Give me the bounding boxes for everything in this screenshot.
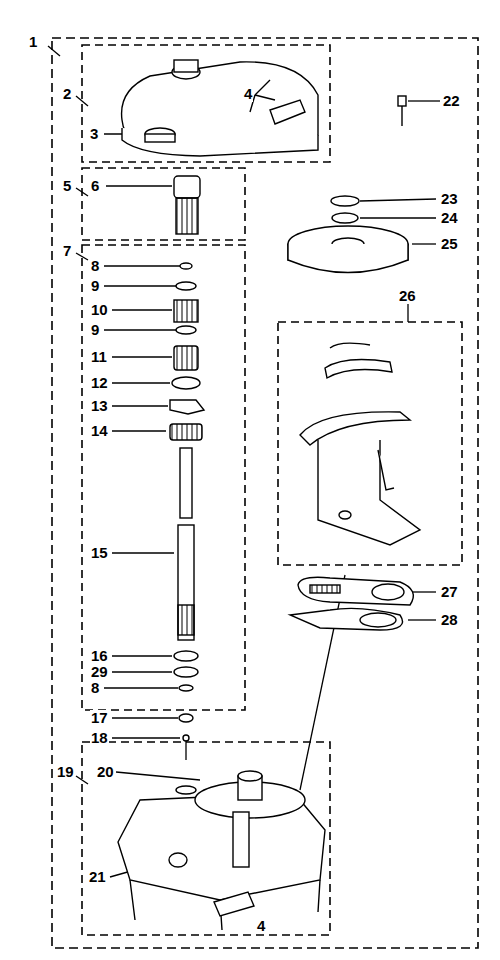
callout-number: 9 [90,322,100,338]
callout-number: 22 [442,93,461,109]
callout-number: 16 [90,648,109,664]
callout-number: 20 [96,764,115,780]
callout-number: 24 [440,210,459,226]
callout-number: 19 [56,764,75,780]
callout-number: 18 [90,730,109,746]
callout-number: 4 [256,918,266,934]
callout-number: 12 [90,375,109,391]
callout-number: 11 [90,349,108,365]
callout-number: 15 [90,545,109,561]
callout-number: 9 [90,278,100,294]
callout-number: 8 [90,258,100,274]
callout-number: 8 [90,680,100,696]
callout-number: 1 [28,34,38,50]
callout-number: 7 [62,243,72,259]
callout-number: 28 [440,612,459,628]
callout-number: 13 [90,398,109,414]
callout-number: 4 [243,86,253,102]
callout-number: 21 [88,869,107,885]
callout-number: 23 [440,191,459,207]
callout-number: 29 [90,664,109,680]
callout-number: 2 [62,86,72,102]
callout-number: 6 [90,178,100,194]
callout-number: 3 [89,126,99,142]
callout-number: 27 [440,584,459,600]
callout-number: 14 [90,423,109,439]
callout-number: 17 [90,710,109,726]
callout-number: 25 [440,236,459,252]
callout-number: 10 [90,302,109,318]
callout-number: 26 [398,288,417,304]
callout-number: 5 [62,178,72,194]
